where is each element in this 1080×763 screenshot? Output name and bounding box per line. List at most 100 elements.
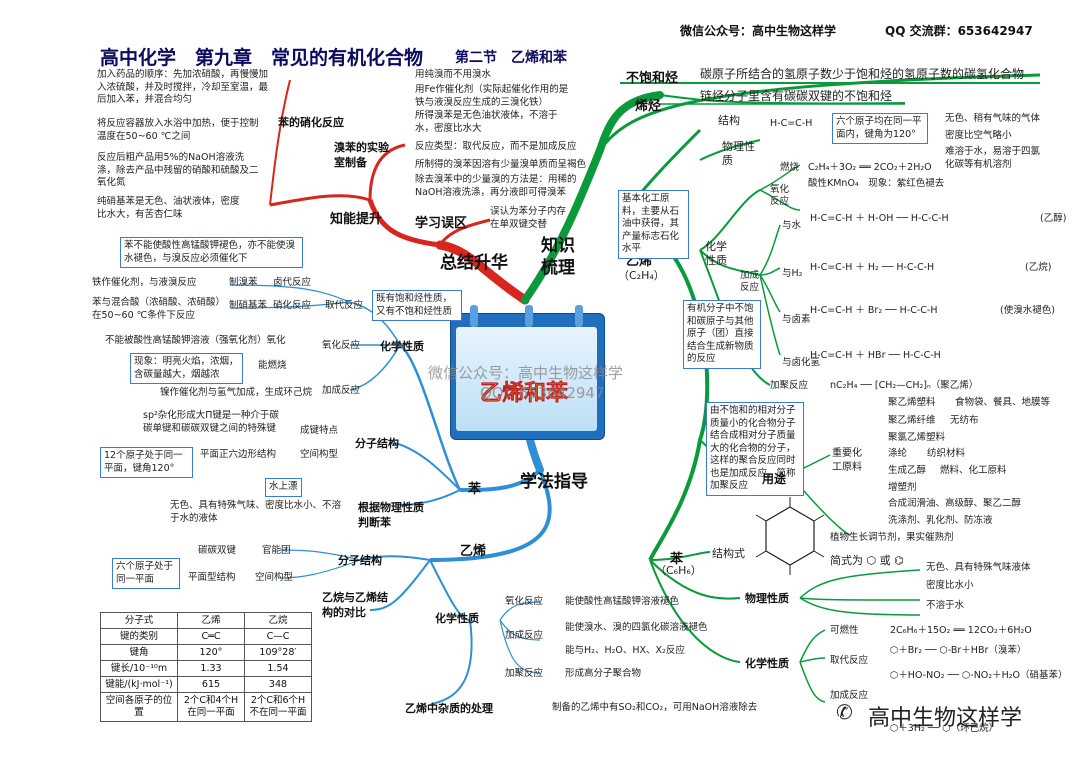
ethene-space-val: 平面型结构 — [188, 572, 236, 583]
ethene-struct-note: 六个原子均在同一平面内，键角为120° — [832, 113, 928, 144]
ethene-impurity-text: 制备的乙烯中有SO₂和CO₂，可用NaOH溶液除去 — [552, 702, 758, 713]
ethene-space-note: 六个原子处于同一平面 — [112, 558, 180, 589]
wechat-icon: ✆ — [836, 700, 853, 724]
alkene-label: 烯烃 — [635, 99, 662, 114]
benzene-bond-feat: 成键特点 — [300, 425, 339, 436]
xbz-item-1: 用Fe作催化剂（实际起催化作用的是铁与液溴反应生成的三溴化铁） — [415, 84, 569, 108]
xbz-item-5: 除去溴苯中的少量溴的方法是：用稀的NaOH溶液洗涤，再分液即可得溴苯 — [415, 174, 577, 198]
h2-eq: H-C=C-H ＋ H₂ ── H-C-C-H — [810, 262, 935, 273]
benzene-sub-label: 取代反应 — [325, 300, 364, 311]
with-x: 与卤素 — [782, 314, 811, 325]
ethene-add-label: 加成反应 — [505, 630, 544, 641]
benzene-sub-a-type: 卤代反应 — [273, 277, 312, 288]
section-title: 第二节 乙烯和苯 — [455, 50, 567, 66]
nit-item-0: 加入药品的顺序：先加浓硝酸，再慢慢加入浓硫酸，并及时搅拌，冷却至室温，最后加入苯… — [97, 69, 269, 105]
poly-definition: 由不饱和的相对分子质量小的化合物分子结合成相对分子质量大的化合物的分子，这样的聚… — [706, 402, 804, 496]
ethene-source: 基本化工原料，主要从石油中获得，其产量标志石化水平 — [618, 190, 689, 259]
benzene-ox-label: 氧化反应 — [322, 340, 361, 351]
ethene-poly-label: 加聚反应 — [505, 668, 544, 679]
b-sub-a: ⬡＋Br₂ ── ⬡-Br＋HBr（溴苯） — [890, 645, 1027, 656]
benzene-bond-text: sp²杂化形成大Π键是一种介于碳碳单键和碳碳双键之间的特殊键 — [143, 410, 279, 434]
ethene-space-label: 空间构型 — [255, 572, 294, 583]
ethene-add-a: 能使溴水、溴的四氯化碳溶液褪色 — [565, 622, 708, 633]
b-phys-1: 密度比水小 — [926, 580, 974, 591]
b-add-label: 加成反应 — [830, 690, 869, 701]
unsat-text: 碳原子所结合的氢原子数少于饱和烃的氢原子数的碳氢化合物 — [700, 67, 1025, 81]
wuqu-text: 误认为苯分子内存在单双键交替 — [490, 206, 567, 230]
b-chem-label: 化学性质 — [745, 657, 789, 670]
alkene-text: 链烃分子里含有碳碳双键的不饱和烃 — [700, 89, 893, 103]
ethene-left-label: 乙烯 — [460, 544, 487, 559]
ethene-poly-label-r: 加聚反应 — [770, 380, 809, 391]
nit-item-2: 反应后粗产品用5%的NaOH溶液洗涤，除去产品中残留的硝酸和硫酸及二氧化氮 — [97, 152, 259, 188]
xiujiben-label: 溴苯的实验室制备 — [334, 141, 389, 169]
benzene-formula: （C₆H₆） — [655, 564, 702, 577]
watermark-1: 微信公众号：高中生物这样学 — [428, 364, 624, 382]
poly-eq: nC₂H₄ ── [CH₂—CH₂]ₙ（聚乙烯） — [830, 380, 979, 391]
ethene-formula: （C₂H₄） — [618, 269, 665, 282]
kmno4-text: 酸性KMnO₄ 现象：紫红色褪去 — [808, 178, 945, 189]
benzene-ox-a: 不能被酸性高锰酸钾溶液（强氧化剂）氧化 — [105, 335, 286, 346]
ethene-add-label: 加成反应 — [740, 270, 760, 293]
ethene-phys-label: 物理性质 — [722, 140, 755, 167]
b-phys-label: 物理性质 — [745, 592, 789, 605]
benzene-sub-a-prod: 制溴苯 — [229, 277, 258, 288]
benzene-sub-b-type: 硝化反应 — [273, 300, 312, 311]
ethene-phys-2: 难溶于水，易溶于四氯化碳等有机溶剂 — [945, 146, 1041, 170]
ethene-struct-label: 分子结构 — [338, 554, 382, 567]
ethene-group-label: 官能团 — [262, 545, 291, 556]
unsat-label: 不饱和烃 — [626, 71, 679, 86]
watermark-2: QQ：653642947 — [480, 384, 605, 402]
nit-item-1: 将反应容器放入水浴中加热，便于控制温度在50~60 ℃之间 — [97, 118, 259, 142]
b-add-a: ⬡＋3H₂ ── ⬡（环己烷） — [890, 723, 999, 734]
benzene-left-label: 苯 — [468, 482, 482, 497]
benzene-note-top: 苯不能使酸性高锰酸钾褪色，亦不能使溴水褪色，与溴反应必须催化下 — [120, 237, 303, 268]
use-6-a: 合成润滑油、高级醇、聚乙二醇 — [888, 498, 1022, 509]
use-3-a: 涤纶 — [888, 448, 908, 459]
growth-text: 植物生长调节剂，果实催熟剂 — [830, 532, 954, 543]
use-0-a: 聚乙烯塑料 — [888, 397, 936, 408]
water-eq: H-C=C-H ＋ H-OH ── H-C-C-H — [810, 213, 949, 224]
ethene-ox-label: 氧化反应 — [770, 184, 790, 207]
wechat-label: 微信公众号：高中生物这样学 — [680, 24, 837, 38]
ethene-struct-formula: H-C=C-H — [770, 118, 813, 129]
b-sub-label: 取代反应 — [830, 655, 869, 666]
x-eq: H-C=C-H ＋ Br₂ ── H-C-C-H — [810, 305, 938, 316]
table-header-cell: 乙烯 — [177, 612, 245, 629]
b-phys-2: 不溶于水 — [926, 600, 965, 611]
b-burn-eq: 2C₆H₆＋15O₂ ══ 12CO₂＋6H₂O — [890, 625, 1032, 636]
add-definition: 有机分子中不饱和碳原子与其他原子（团）直接结合生成新物质的反应 — [683, 300, 761, 369]
with-water: 与水 — [782, 220, 802, 231]
benzene-phys-label: 根据物理性质判断苯 — [358, 501, 424, 529]
ethene-ox-label: 氧化反应 — [505, 596, 544, 607]
footer-watermark: 高中生物这样学 — [868, 706, 1023, 731]
benzene-space-text: 平面正六边形结构 — [200, 449, 277, 460]
use-label: 用途 — [762, 472, 787, 486]
burn-eq: C₂H₄＋3O₂ ══ 2CO₂＋2H₂O — [808, 162, 932, 173]
use-0-b: 食物袋、餐具、地膜等 — [955, 397, 1051, 408]
ethene-group-val: 碳碳双键 — [198, 545, 237, 556]
water-prod: (乙醇) — [1040, 213, 1067, 224]
center-title: 乙烯和苯 — [480, 381, 569, 407]
use-1-a: 聚乙烯纤维 — [888, 415, 936, 426]
xbz-item-3: 反应类型：取代反应，而不是加成反应 — [415, 141, 577, 152]
benzene-sub-a: 铁作催化剂，与液溴反应 — [92, 277, 197, 288]
ethene-ox-text: 能使酸性高锰酸钾溶液褪色 — [565, 596, 680, 607]
ethene-poly-text: 形成高分子聚合物 — [565, 668, 642, 679]
with-h2: 与H₂ — [782, 268, 803, 279]
benzene-struct-label: 分子结构 — [355, 437, 399, 450]
nit-item-3: 纯硝基苯是无色、油状液体，密度比水大，有苦杏仁味 — [97, 196, 240, 220]
use-7-a: 洗涤剂、乳化剂、防冻液 — [888, 515, 993, 526]
burn-label: 燃烧 — [780, 162, 800, 173]
xbz-item-0: 用纯溴而不用溴水 — [415, 69, 492, 80]
use-2-a: 聚氯乙烯塑料 — [888, 432, 946, 443]
benzene-ox-b: 现象：明亮火焰，浓烟，含碳量越大，烟越浓 — [130, 353, 243, 384]
nitration-label: 苯的硝化反应 — [278, 116, 344, 129]
benzene-sub-b: 苯与混合酸（浓硝酸、浓硝酸）在50~60 ℃条件下反应 — [92, 297, 221, 321]
benzene-note-sat: 既有饱和烃性质，又有不饱和烃性质 — [372, 290, 462, 321]
b-burn-label: 可燃性 — [830, 625, 859, 636]
